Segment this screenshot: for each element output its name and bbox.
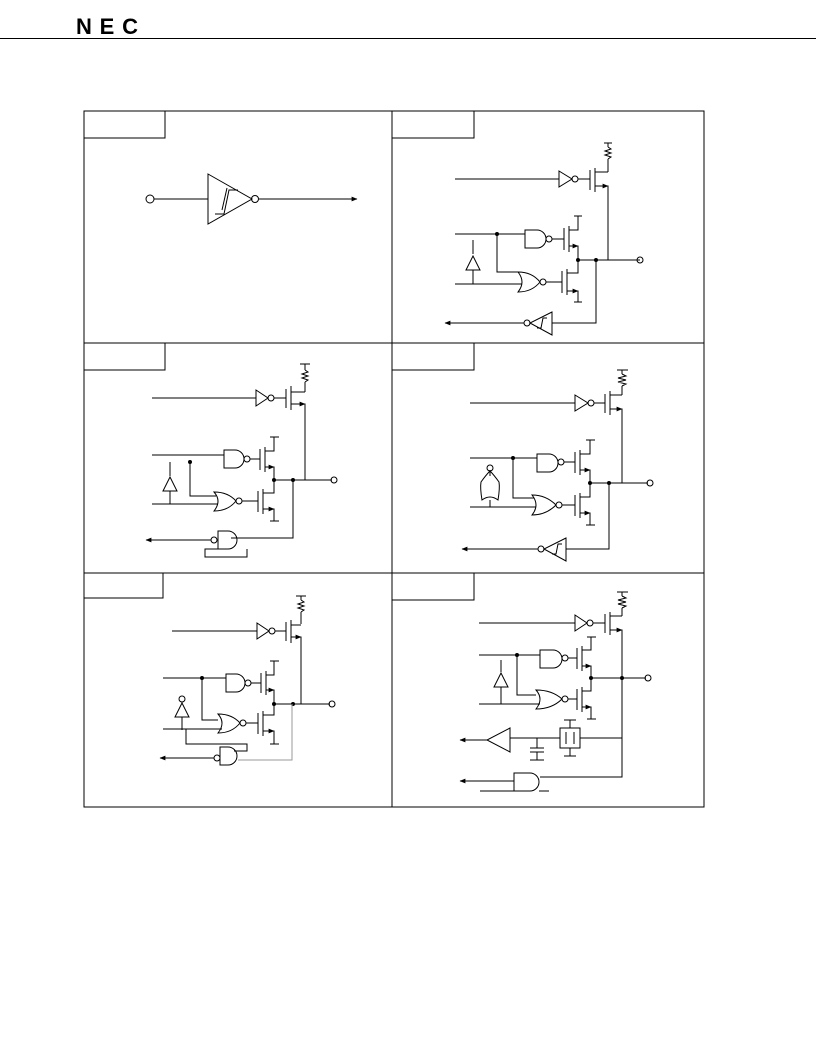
panel-4-nor-gate xyxy=(532,495,556,515)
panel-4-enable-or-gate xyxy=(481,471,500,500)
panel-6-pullup-resistor xyxy=(618,596,626,608)
header-rule xyxy=(0,38,816,39)
panel-5-enable-inverter xyxy=(175,703,189,717)
logo-text: NEC xyxy=(76,14,138,38)
panel-3-enable-inverter xyxy=(163,477,177,491)
panel-label-tab-5 xyxy=(84,573,163,598)
panel-6-input-and-gate xyxy=(514,773,539,791)
panel-1-circuit xyxy=(146,174,358,224)
panel-2-io-pin xyxy=(637,257,643,263)
panel-1-schmitt-buffer xyxy=(208,174,252,224)
panel-4-inverter xyxy=(575,395,588,411)
panel-2-nand-gate xyxy=(525,230,546,248)
panel-6-circuit xyxy=(459,592,651,791)
panel-3-circuit xyxy=(145,364,337,557)
panel-4-circuit xyxy=(461,370,653,561)
panel-2-enable-inverter xyxy=(466,256,480,270)
panel-1-input-pin xyxy=(146,195,154,203)
panel-6-inverter xyxy=(575,615,587,631)
panel-label-tab-3 xyxy=(84,343,165,370)
panel-6-enable-inverter xyxy=(494,673,508,687)
panel-6-nor-gate xyxy=(536,690,562,709)
panel-6-oscillator-amp xyxy=(487,728,510,752)
panel-3-nor-gate xyxy=(214,492,236,511)
panel-label-tab-4 xyxy=(392,343,474,370)
panel-label-tab-1 xyxy=(84,111,165,138)
panel-3-inverter xyxy=(256,390,268,406)
panel-3-io-pin xyxy=(331,477,337,483)
panel-5-io-pin xyxy=(329,701,335,707)
panel-2-inverter xyxy=(559,171,572,187)
panel-5-gray-wire xyxy=(238,704,292,760)
panel-5-input-and-gate xyxy=(220,747,237,765)
panel-5-nand-gate xyxy=(226,674,245,692)
panel-5-inverter xyxy=(257,623,269,639)
panel-3-pullup-resistor xyxy=(302,370,308,382)
panel-5-pullup-resistor xyxy=(298,600,304,612)
panel-label-tab-6 xyxy=(392,573,474,600)
panel-1-hysteresis-mark xyxy=(215,188,238,214)
panel-4-nand-gate xyxy=(537,454,558,472)
figure-frame xyxy=(84,111,704,807)
panel-4-pullup-resistor xyxy=(618,374,626,386)
panel-2-nor-gate xyxy=(518,272,540,292)
panel-3-nand-gate xyxy=(224,450,244,468)
nec-logo: NEC xyxy=(76,14,138,38)
panel-6-crystal xyxy=(560,728,580,748)
panel-label-tab-2 xyxy=(392,111,474,138)
panel-5-circuit xyxy=(159,596,335,765)
panel-4-input-buffer xyxy=(544,538,566,561)
panel-5-nor-gate xyxy=(218,714,240,733)
panel-4-io-pin xyxy=(647,480,653,486)
panel-2-input-buffer xyxy=(530,312,552,335)
panel-2-circuit xyxy=(444,143,643,335)
panel-6-io-pin xyxy=(645,675,651,681)
panel-2-pullup-resistor xyxy=(605,147,611,159)
panel-3-input-and-gate xyxy=(218,531,237,549)
panel-6-nand-gate xyxy=(540,650,562,668)
panel-1-output-bubble xyxy=(252,196,259,203)
